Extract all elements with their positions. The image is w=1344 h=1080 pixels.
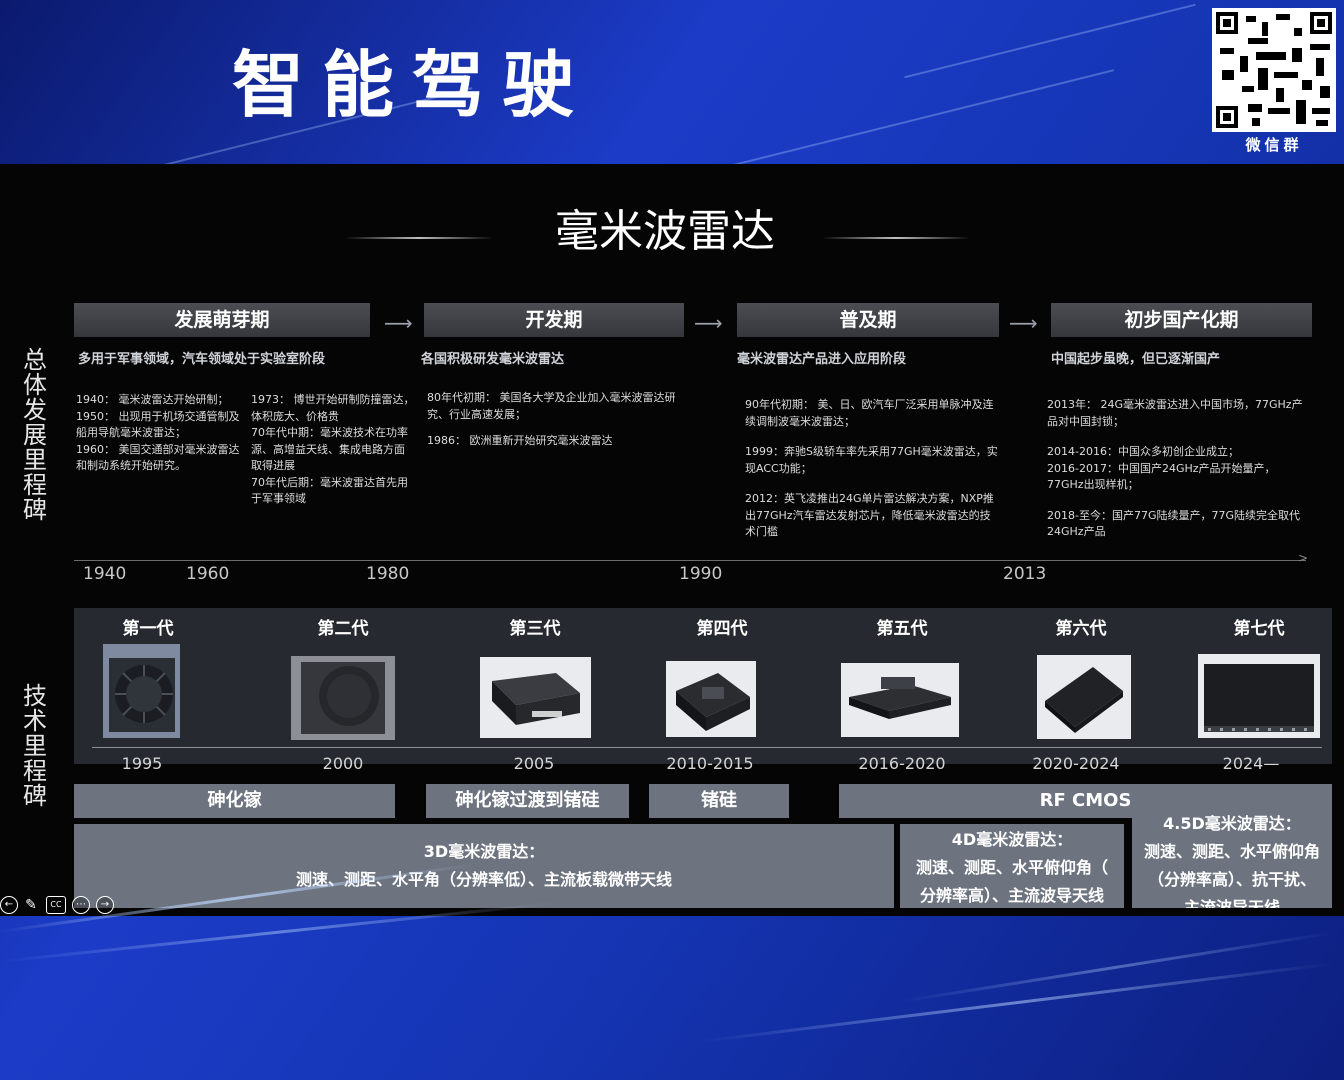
note-line: 2014-2016：中国众多初创企业成立； 2016-2017：中国国产24GH… (1047, 445, 1276, 491)
radar-4d-module-image (1198, 654, 1320, 738)
radar-type-desc: （分辨率高）、抗干扰、 (1147, 870, 1316, 889)
radar-round-module-image (291, 656, 395, 740)
note-line: 80年代初期： 美国各大学及企业加入毫米波雷达研究、行业高速发展； (427, 391, 676, 421)
timeline-year: 1940 (83, 564, 127, 584)
phase-subtitle-2: 各国积极研发毫米波雷达 (421, 352, 565, 367)
title-rule-right (822, 237, 970, 239)
phase-2-notes: 80年代初期： 美国各大学及企业加入毫米波雷达研究、行业高速发展； 1986： … (427, 390, 689, 450)
phase-header-1: 发展萌芽期 (74, 303, 370, 337)
forward-icon[interactable]: → (96, 896, 114, 914)
qr-caption: 微信群 (1245, 136, 1303, 154)
captions-button[interactable]: CC (46, 896, 66, 914)
slide-title: 毫米波雷达 (555, 206, 775, 257)
tech-timeline-line (92, 747, 1322, 748)
note-line: 2018-至今：国产77G陆续量产，77G陆续完全取代24GHz产品 (1047, 508, 1301, 539)
arrow-right-icon: ⟶ (384, 311, 413, 335)
generation-year: 1995 (121, 754, 163, 773)
background-streak (699, 962, 1336, 1043)
generation-year: 2020-2024 (1032, 754, 1120, 773)
phase-subtitle-3: 毫米波雷达产品进入应用阶段 (737, 352, 907, 367)
radar-type-desc: 测速、测距、水平俯仰角（ (915, 858, 1108, 877)
radar-type-4d: 4D毫米波雷达： 测速、测距、水平俯仰角（ 分辨率高）、主流波导天线 (900, 824, 1124, 908)
generation-label: 第五代 (876, 619, 928, 639)
generation-year: 2010-2015 (666, 754, 754, 773)
radar-type-desc: 测速、测距、水平角（分辨率低）、主流板载微带天线 (295, 870, 672, 889)
timeline-year: 1990 (679, 564, 723, 584)
header-bar (0, 0, 1344, 164)
back-icon[interactable]: ← (0, 896, 18, 914)
radar-type-desc: 分辨率高）、主流波导天线 (919, 886, 1104, 905)
radar-slim-module-image (1037, 655, 1131, 739)
arrow-right-icon: ⟶ (1009, 311, 1038, 335)
note-line: 70年代中期：毫米波技术在功率源、高增益天线、集成电路方面取得进展 (251, 426, 408, 472)
generation-year: 2005 (513, 754, 555, 773)
phase-4-notes: 2013年： 24G毫米波雷达进入中国市场，77GHz产品对中国封锁； 2014… (1047, 397, 1309, 541)
side-label-history: 总体发展里程碑 (23, 346, 47, 524)
more-icon[interactable]: ⋯ (72, 896, 90, 914)
material-gaas-to-sige: 砷化镓过渡到锗硅 (426, 784, 629, 818)
phase-header-3: 普及期 (737, 303, 999, 337)
radar-type-4-5d: 4.5D毫米波雷达： 测速、测距、水平俯仰角 （分辨率高）、抗干扰、 主流波导天… (1132, 810, 1332, 908)
timeline-year: 1960 (186, 564, 230, 584)
generation-label: 第三代 (509, 619, 561, 639)
note-line: 2013年： 24G毫米波雷达进入中国市场，77GHz产品对中国封锁； (1047, 398, 1303, 428)
radar-type-desc: 主流波导天线 (1183, 898, 1280, 908)
radar-flat-module-image (841, 663, 959, 737)
slide: 毫米波雷达 总体发展里程碑 技术里程碑 发展萌芽期 ⟶ 开发期 ⟶ 普及期 ⟶ … (0, 164, 1344, 916)
timeline-year: 1980 (366, 564, 410, 584)
radar-fan-module-image (103, 644, 180, 738)
phase-3-notes: 90年代初期： 美、日、欧汽车厂泛采用单脉冲及连续调制波毫米波雷达； 1999：… (745, 397, 1001, 541)
note-line: 1973： 博世开始研制防撞雷达，体积庞大、价格贵 (251, 393, 415, 423)
radar-type-3d: 3D毫米波雷达： 测速、测距、水平角（分辨率低）、主流板载微带天线 (74, 824, 894, 908)
page-title: 智能驾驶 (232, 43, 593, 127)
note-line: 1960： 美国交通部对毫米波雷达和制动系统开始研究。 (76, 442, 240, 473)
radar-black-box-image (480, 657, 591, 738)
phase-header-4: 初步国产化期 (1051, 303, 1312, 337)
note-line: 90年代初期： 美、日、欧汽车厂泛采用单脉冲及连续调制波毫米波雷达； (745, 398, 994, 428)
timeline-line (74, 560, 1306, 561)
title-rule-left (345, 237, 493, 239)
note-line: 1999：奔驰S级轿车率先采用77GH毫米波雷达，实现ACC功能； (745, 445, 998, 475)
generation-year: 2000 (322, 754, 364, 773)
generation-label: 第六代 (1055, 619, 1107, 639)
note-line: 1950： 出现用于机场交通管制及船用导航毫米波雷达； (76, 409, 240, 440)
phase-subtitle-1: 多用于军事领域，汽车领域处于实验室阶段 (78, 352, 326, 367)
generation-year: 2016-2020 (858, 754, 946, 773)
side-label-tech: 技术里程碑 (23, 682, 47, 810)
generation-year: 2024— (1222, 754, 1280, 773)
phase-1-notes-b: 1973： 博世开始研制防撞雷达，体积庞大、价格贵 70年代中期：毫米波技术在功… (251, 392, 415, 508)
generation-label: 第四代 (696, 619, 748, 639)
timeline-arrow-icon: > (1298, 551, 1309, 565)
material-sige: 锗硅 (649, 784, 789, 818)
note-line: 1986： 欧洲重新开始研究毫米波雷达 (427, 434, 613, 447)
arrow-right-icon: ⟶ (694, 311, 723, 335)
generation-label: 第一代 (122, 619, 174, 639)
radar-connector-box-image (666, 661, 756, 737)
phase-subtitle-4: 中国起步虽晚，但已逐渐国产 (1051, 352, 1221, 367)
generation-label: 第二代 (317, 619, 369, 639)
phase-1-notes-a: 1940： 毫米波雷达开始研制； 1950： 出现用于机场交通管制及船用导航毫米… (76, 392, 240, 475)
pen-icon[interactable]: ✎ (25, 897, 37, 913)
note-line: 2012：英飞凌推出24G单片雷达解决方案，NXP推出77GHz汽车雷达发射芯片… (745, 492, 994, 538)
radar-type-title: 3D毫米波雷达： (423, 842, 545, 861)
radar-type-title: 4.5D毫米波雷达： (1163, 814, 1301, 833)
radar-type-title: 4D毫米波雷达： (951, 830, 1073, 849)
radar-type-desc: 测速、测距、水平俯仰角 (1143, 842, 1320, 861)
note-line: 1940： 毫米波雷达开始研制； (76, 393, 229, 406)
phase-header-2: 开发期 (424, 303, 684, 337)
timeline-year: 2013 (1003, 564, 1047, 584)
material-gaas: 砷化镓 (74, 784, 395, 818)
qr-code (1212, 8, 1336, 132)
note-line: 70年代后期：毫米波雷达首先用于军事领域 (251, 475, 408, 506)
generation-label: 第七代 (1233, 619, 1285, 639)
background-streak (899, 931, 1335, 1003)
